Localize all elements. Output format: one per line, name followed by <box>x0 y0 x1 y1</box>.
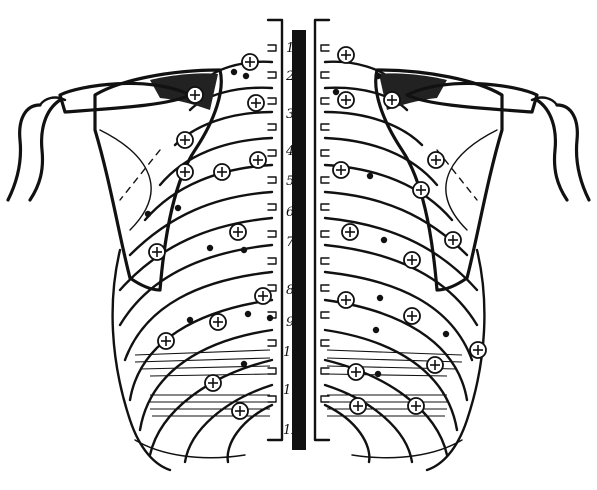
dot-icon <box>373 327 379 333</box>
dot-icon <box>187 317 193 323</box>
dot-icon <box>243 73 249 79</box>
dot-icon <box>443 331 449 337</box>
dot-icon <box>267 315 273 321</box>
dot-icon <box>207 245 213 251</box>
dot-icon <box>333 89 339 95</box>
dot-icon <box>367 173 373 179</box>
circle-plus-icon <box>384 92 400 108</box>
circle-plus-icon <box>205 375 221 391</box>
circle-plus-icon <box>187 87 203 103</box>
vertebra-label: 8 <box>286 283 294 298</box>
vertebra-label: 9 <box>286 315 294 330</box>
circle-plus-icon <box>445 232 461 248</box>
vertebra-label: 4 <box>285 144 294 159</box>
circle-plus-icon <box>242 54 258 70</box>
circle-plus-icon <box>248 95 264 111</box>
circle-plus-icon <box>177 132 193 148</box>
dot-icon <box>377 295 383 301</box>
circle-plus-icon <box>348 364 364 380</box>
circle-plus-icon <box>338 47 354 63</box>
circle-plus-icon <box>177 164 193 180</box>
dot-icon <box>381 237 387 243</box>
circle-plus-icon <box>427 357 443 373</box>
circle-plus-icon <box>210 314 226 330</box>
circle-plus-icon <box>230 224 246 240</box>
dot-icon <box>175 205 181 211</box>
vertebra-label: 7 <box>286 235 295 250</box>
circle-plus-icon <box>404 252 420 268</box>
vertebra-label: 2 <box>285 69 294 84</box>
circle-plus-icon <box>333 162 349 178</box>
circle-plus-icon <box>158 333 174 349</box>
dot-icon <box>375 371 381 377</box>
dot-icon <box>245 311 251 317</box>
vertebra-label: 1 <box>286 41 294 56</box>
circle-plus-icon <box>255 288 271 304</box>
dot-icon <box>375 73 381 79</box>
circle-plus-icon <box>232 403 248 419</box>
vertebra-label: 3 <box>286 107 294 122</box>
circle-plus-icon <box>413 182 429 198</box>
left-scapula <box>8 70 221 290</box>
circle-plus-icon <box>250 152 266 168</box>
circle-plus-icon <box>404 308 420 324</box>
dot-icon <box>241 247 247 253</box>
circle-plus-icon <box>342 224 358 240</box>
vertebra-label: 11 <box>283 383 300 398</box>
vertebra-label: 12 <box>283 423 300 438</box>
circle-plus-icon <box>338 292 354 308</box>
vertebra-label: 5 <box>286 174 294 189</box>
circle-plus-icon <box>338 92 354 108</box>
circle-plus-icon <box>350 398 366 414</box>
circle-plus-icon <box>149 244 165 260</box>
circle-plus-icon <box>214 164 230 180</box>
dot-icon <box>231 69 237 75</box>
circle-plus-icon <box>408 398 424 414</box>
dot-icon <box>145 211 151 217</box>
circle-plus-icon <box>470 342 486 358</box>
circle-plus-icon <box>428 152 444 168</box>
dot-icon <box>241 361 247 367</box>
vertebra-label: 10 <box>283 345 300 360</box>
vertebra-label: 6 <box>286 205 294 220</box>
